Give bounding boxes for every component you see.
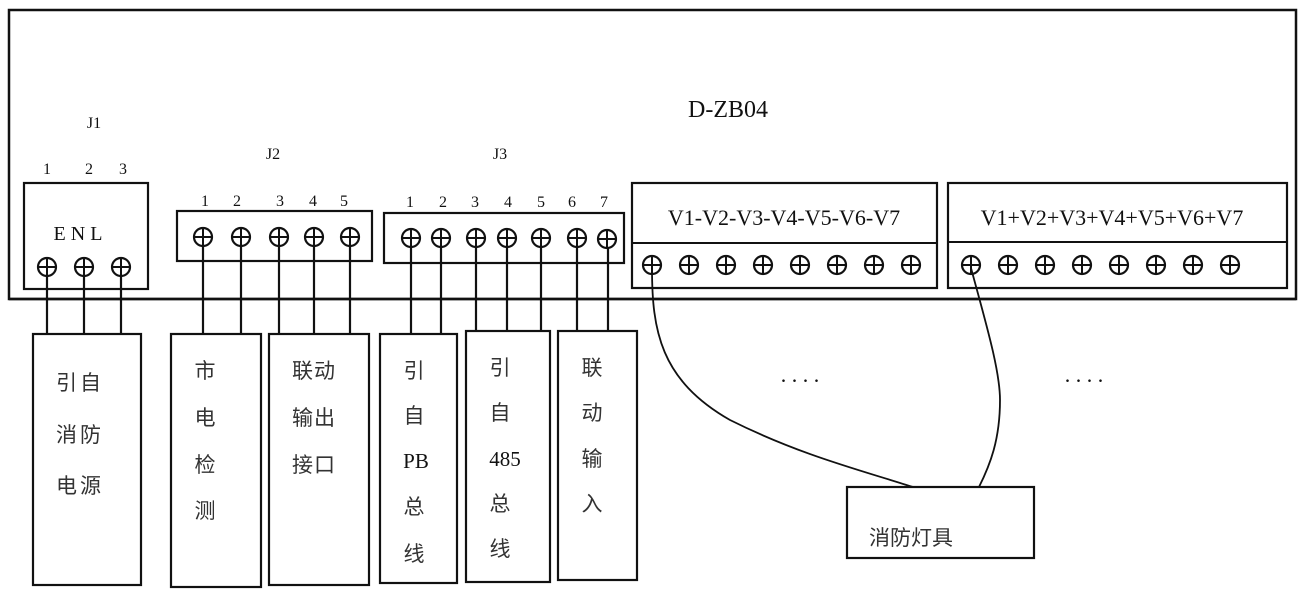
j1-pin-labels: E N L [54,223,103,245]
j3-pin-number: 2 [439,194,447,211]
terminal-screw-icon [1182,254,1204,276]
terminal-screw-icon [752,254,774,276]
box-text-line: 消防 [56,423,104,447]
fire-fixture-box: 消防灯具 [845,485,1036,560]
box-text-line: 接口 [292,453,336,477]
neg-block-label: V1-V2-V3-V4-V5-V6-V7 [668,205,900,230]
j3-pin-number: 3 [471,194,479,211]
terminal-screw-icon [303,226,325,248]
box-text-line: PB [403,449,429,473]
terminal-screw-icon [465,227,487,249]
terminal-screw-icon [73,256,95,278]
j3-pin-number: 1 [406,194,414,211]
box-text-line: 总 [404,495,425,519]
terminal-screw-icon [339,226,361,248]
box-text-line: 入 [582,492,603,516]
box-frame [31,332,143,587]
j3-pin-number: 5 [537,194,545,211]
box-frame [378,332,459,585]
box-text-line: 联 [582,356,603,380]
box-text-line: 自 [490,401,511,425]
box-frame [267,332,371,587]
j1-pin-number: 2 [85,161,93,178]
terminal-screw-icon [997,254,1019,276]
box-text-line: 输出 [292,406,336,430]
terminal-screw-icon [36,256,58,278]
j2-pin-number: 2 [233,193,241,210]
box-text-line: 电 [195,406,216,430]
terminals-j1 [36,256,132,278]
j2-pin-number: 3 [276,193,284,210]
terminal-screw-icon [268,226,290,248]
box-text-line: 联动 [292,359,336,383]
box-frame [556,329,639,582]
terminal-screw-icon [1219,254,1241,276]
j1-pin-number: 1 [43,161,51,178]
j2-pin-number: 5 [340,193,348,210]
j1-pin-number: 3 [119,161,127,178]
box-text-line: 测 [195,499,216,523]
terminal-screw-icon [1071,254,1093,276]
terminal-screw-icon [110,256,132,278]
box-fire-power: 引自 消防 电源 [31,332,143,587]
terminal-screw-icon [400,227,422,249]
terminal-screw-icon [715,254,737,276]
terminal-screw-icon [1145,254,1167,276]
box-text-line: 线 [490,537,511,561]
j1-label: J1 [87,115,101,132]
box-text-line: 检 [195,453,216,477]
box-text-line: 线 [404,542,425,566]
j3-pin-number: 4 [504,194,512,211]
box-rs485-bus: 引 自 485 总 线 [464,329,552,584]
terminals-j3 [400,227,618,250]
box-text-line: 动 [582,401,603,425]
box-linkage-input: 联 动 输 入 [556,329,639,582]
pos-block-label: V1+V2+V3+V4+V5+V6+V7 [981,205,1244,230]
box-mains-detect: 市 电 检 测 [169,332,263,589]
more-fixtures-ellipsis-positive: . . . . [1065,362,1104,387]
wire-negative-to-fixture [651,267,914,488]
terminal-screw-icon [826,254,848,276]
box-text-line: 485 [489,447,521,471]
box-text-line: 自 [404,404,425,428]
terminal-screw-icon [900,254,922,276]
j3-pin-number: 6 [568,194,576,211]
device-model-label: D-ZB04 [688,97,768,123]
terminal-screw-icon [1108,254,1130,276]
j2-label: J2 [266,146,280,163]
fixture-frame [845,485,1036,560]
box-text-line: 引 [404,359,425,383]
terminal-screw-icon [1034,254,1056,276]
j2-pin-number: 4 [309,193,317,210]
terminal-screw-icon [789,254,811,276]
box-text-line: 引自 [56,371,104,395]
terminal-screw-icon [596,228,618,250]
neg-block-frame [630,181,939,290]
box-text-line: 电源 [56,474,104,498]
box-linkage-output: 联动 输出 接口 [267,332,371,587]
terminal-screw-icon [230,226,252,248]
box-text-line: 总 [490,492,511,516]
box-pb-bus: 引 自 PB 总 线 [378,332,459,585]
output-block-negative: V1-V2-V3-V4-V5-V6-V7 [630,181,939,290]
box-text-line: 输 [582,447,603,471]
box-frame [169,332,263,589]
terminal-screw-icon [192,226,214,248]
box-text-line: 引 [490,356,511,380]
terminal-screw-icon [530,227,552,249]
terminal-screw-icon [678,254,700,276]
fixture-label: 消防灯具 [869,526,953,550]
j3-label: J3 [493,146,507,163]
box-text-line: 市 [195,359,216,383]
wire-positive-to-fixture [970,267,1001,488]
terminal-screw-icon [863,254,885,276]
j3-pin-number: 7 [600,194,608,211]
terminal-screw-icon [430,227,452,249]
terminal-screw-icon [566,227,588,249]
terminal-screw-icon [496,227,518,249]
j2-pin-number: 1 [201,193,209,210]
more-fixtures-ellipsis-negative: . . . . [781,362,820,387]
box-frame [464,329,552,584]
